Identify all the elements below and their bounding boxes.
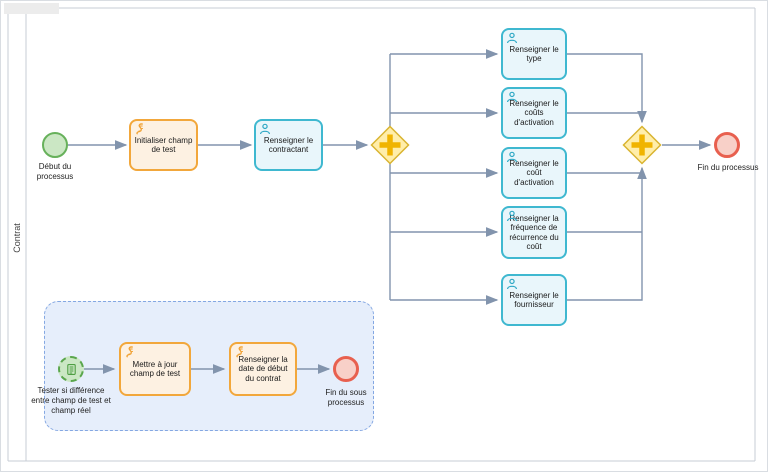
start-event-label: Début du processus — [36, 162, 74, 181]
user-icon — [507, 91, 517, 103]
conditional-start-event[interactable] — [58, 356, 84, 382]
user-icon — [507, 210, 517, 222]
parallel-gateway-merge[interactable] — [622, 125, 662, 165]
script-icon — [126, 346, 133, 358]
parallel-gateway-icon — [622, 125, 662, 165]
task-label: Renseigner le fournisseur — [509, 290, 559, 309]
task-label: Renseigner la date de début du contrat — [238, 354, 288, 383]
task-renseigner-le-couts-activation[interactable]: Renseigner le coûts d'activation — [501, 87, 567, 139]
pool-border — [7, 7, 756, 462]
task-label: Renseigner le contractant — [263, 135, 314, 154]
pool-tab[interactable] — [4, 3, 59, 14]
task-label: Renseigner le type — [509, 44, 559, 63]
subprocess-end-event[interactable] — [333, 356, 359, 382]
user-icon — [507, 32, 517, 44]
user-icon — [507, 278, 517, 290]
parallel-gateway-icon — [370, 125, 410, 165]
pool-label[interactable]: Contrat — [12, 223, 22, 253]
parallel-gateway-split[interactable] — [370, 125, 410, 165]
task-renseigner-le-fournisseur[interactable]: Renseigner le fournisseur — [501, 274, 567, 326]
task-label: Renseigner le coût d'activation — [509, 158, 559, 187]
plus-icon — [379, 134, 401, 156]
task-label: Renseigner le coûts d'activation — [509, 98, 559, 127]
subprocess-end-label: Fin du sous processus — [325, 388, 367, 407]
end-event[interactable] — [714, 132, 740, 158]
end-event-label: Fin du processus — [697, 163, 759, 172]
task-label: Renseigner la fréquence de récurrence du… — [509, 213, 559, 251]
plus-icon — [631, 134, 653, 156]
user-icon — [507, 151, 517, 163]
sequence-flow[interactable] — [567, 53, 647, 124]
document-icon — [66, 363, 76, 375]
task-label: Mettre à jour champ de test — [129, 359, 181, 378]
task-renseigner-le-cout-activation[interactable]: Renseigner le coût d'activation — [501, 147, 567, 199]
task-initialiser-champ-de-test[interactable]: Initialiser champ de test — [129, 119, 198, 171]
script-icon — [236, 346, 243, 358]
task-renseigner-date-debut-contrat[interactable]: Renseigner la date de début du contrat — [229, 342, 297, 396]
task-renseigner-frequence-recurrence[interactable]: Renseigner la fréquence de récurrence du… — [501, 206, 567, 259]
task-renseigner-le-contractant[interactable]: Renseigner le contractant — [254, 119, 323, 171]
task-mettre-a-jour-champ-de-test[interactable]: Mettre à jour champ de test — [119, 342, 191, 396]
script-icon — [136, 123, 143, 135]
start-event[interactable] — [42, 132, 68, 158]
user-icon — [260, 123, 270, 135]
task-label: Initialiser champ de test — [134, 135, 193, 154]
sequence-flow[interactable] — [567, 166, 647, 301]
conditional-start-label: Tester si différence entre champ de test… — [31, 386, 111, 415]
task-renseigner-le-type[interactable]: Renseigner le type — [501, 28, 567, 80]
